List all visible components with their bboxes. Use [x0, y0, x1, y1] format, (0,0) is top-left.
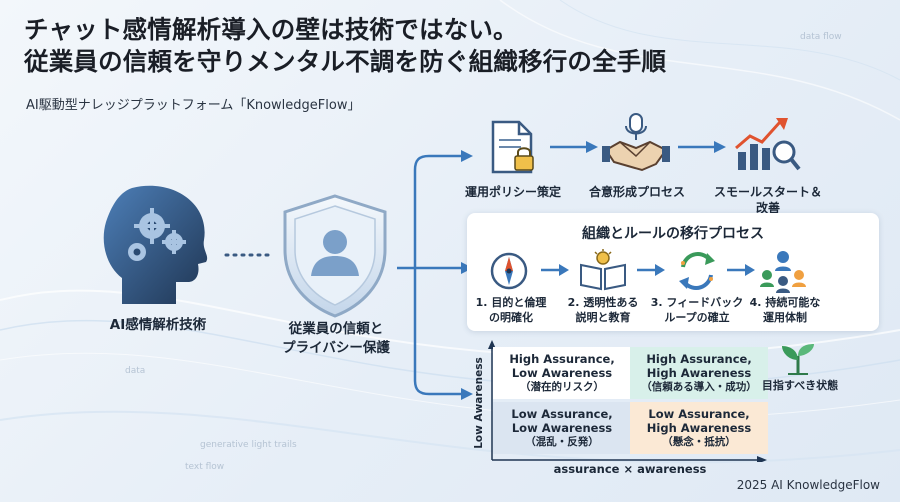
cell-tl-line2: Low Awareness: [511, 366, 613, 380]
title-line-1: チャット感情解析導入の壁は技術ではない。: [24, 15, 518, 44]
page-subtitle: AI駆動型ナレッジプラットフォーム「KnowledgeFlow」: [26, 98, 361, 113]
bg-text-data-flow: data flow: [800, 32, 842, 42]
small-start-label: スモールスタート＆ 改善: [706, 184, 830, 216]
growth-chart-magnifier-icon: [735, 118, 801, 171]
cell-br-line3: （懸念・抵抗）: [662, 436, 736, 448]
sprout-icon: [782, 344, 814, 375]
footer-copyright: 2025 AI KnowledgeFlow: [736, 478, 880, 492]
arrow-step2-to-step3: [637, 264, 665, 276]
arrow-consensus-to-smallstart: [678, 141, 726, 153]
process-step-1-line1: 1. 目的と倫理: [475, 296, 547, 309]
process-title: 組織とルールの移行プロセス: [582, 226, 764, 242]
goal-label: 目指すべき状態: [761, 379, 839, 392]
compass-icon: [490, 252, 528, 290]
ai-head-gears-icon: [103, 185, 208, 304]
process-step-3-line1: 3. フィードバック: [650, 296, 744, 309]
matrix-y-axis-label: Low Awareness: [469, 350, 489, 455]
cell-tr-line2: High Awareness: [646, 366, 752, 380]
process-step-1-line2: の明確化: [489, 311, 533, 324]
cell-bl-line3: （混乱・反発）: [525, 436, 599, 448]
cell-tr-line1: High Assurance,: [646, 352, 752, 366]
book-lightbulb-icon: [580, 249, 626, 291]
policy-label: 運用ポリシー策定: [464, 185, 561, 199]
arrow-step1-to-step2: [541, 264, 569, 276]
branch-arrows: [397, 150, 473, 400]
process-step-2-line1: 2. 透明性ある: [567, 296, 639, 309]
feedback-loop-icon: [679, 252, 715, 290]
process-step-3: 3. フィードバック ループの確立: [649, 295, 745, 325]
cell-tl-line1: High Assurance,: [509, 352, 615, 366]
cell-tr-line3: （信頼ある導入・成功）: [641, 381, 757, 393]
arrow-policy-to-consensus: [550, 141, 598, 153]
y-axis-text: Low Awareness: [473, 356, 485, 449]
matrix-cell-low-assurance-low-awareness: Low Assurance, Low Awareness （混乱・反発）: [493, 402, 631, 454]
matrix-cell-low-assurance-high-awareness: Low Assurance, High Awareness （懸念・抵抗）: [630, 402, 768, 454]
shield-label: 従業員の信頼と プライバシー保護: [258, 320, 414, 358]
team-network-icon: [760, 251, 806, 293]
page-title: チャット感情解析導入の壁は技術ではない。 従業員の信頼を守りメンタル不調を防ぐ組…: [24, 14, 744, 78]
matrix-axes: [488, 340, 767, 462]
bg-text-light-trails: generative light trails: [200, 440, 297, 450]
process-step-1: 1. 目的と倫理 の明確化: [463, 295, 559, 325]
shield-label-line1: 従業員の信頼と: [288, 321, 384, 337]
small-start-line1: スモールスタート＆: [713, 185, 822, 199]
bg-text-flow: text flow: [185, 462, 225, 472]
bg-text-data: data: [125, 366, 146, 376]
dotted-connector: [224, 253, 274, 257]
cell-br-line2: High Awareness: [646, 421, 752, 435]
small-start-line2: 改善: [755, 201, 780, 215]
process-step-2: 2. 透明性ある 説明と教育: [555, 295, 651, 325]
title-line-2: 従業員の信頼を守りメンタル不調を防ぐ組織移行の全手順: [24, 47, 667, 76]
process-panel: 組織とルールの移行プロセス: [467, 213, 879, 331]
process-step-2-line2: 説明と教育: [575, 311, 631, 324]
arrow-step3-to-step4: [727, 264, 755, 276]
process-step-4-line1: 4. 持続可能な: [749, 296, 821, 309]
process-step-4: 4. 持続可能な 運用体制: [737, 295, 833, 325]
matrix-cell-high-assurance-low-awareness: High Assurance, Low Awareness （潜在的リスク）: [493, 347, 631, 399]
handshake-microphone-icon: [602, 113, 670, 172]
shield-user-icon: [283, 194, 387, 318]
consensus-label: 合意形成プロセス: [588, 185, 685, 199]
cell-bl-line2: Low Awareness: [511, 421, 613, 435]
shield-label-line2: プライバシー保護: [282, 340, 390, 356]
process-step-3-line2: ループの確立: [664, 311, 730, 324]
process-step-4-line2: 運用体制: [763, 311, 807, 324]
cell-bl-line1: Low Assurance,: [511, 407, 613, 421]
ai-label: AI感情解析技術: [109, 317, 207, 333]
document-lock-icon: [491, 120, 534, 174]
matrix-cell-high-assurance-high-awareness: High Assurance, High Awareness （信頼ある導入・成…: [630, 347, 768, 399]
cell-br-line1: Low Assurance,: [648, 407, 750, 421]
cell-tl-line3: （潜在的リスク）: [520, 381, 604, 393]
matrix-x-axis-label: assurance × awareness: [553, 462, 707, 476]
